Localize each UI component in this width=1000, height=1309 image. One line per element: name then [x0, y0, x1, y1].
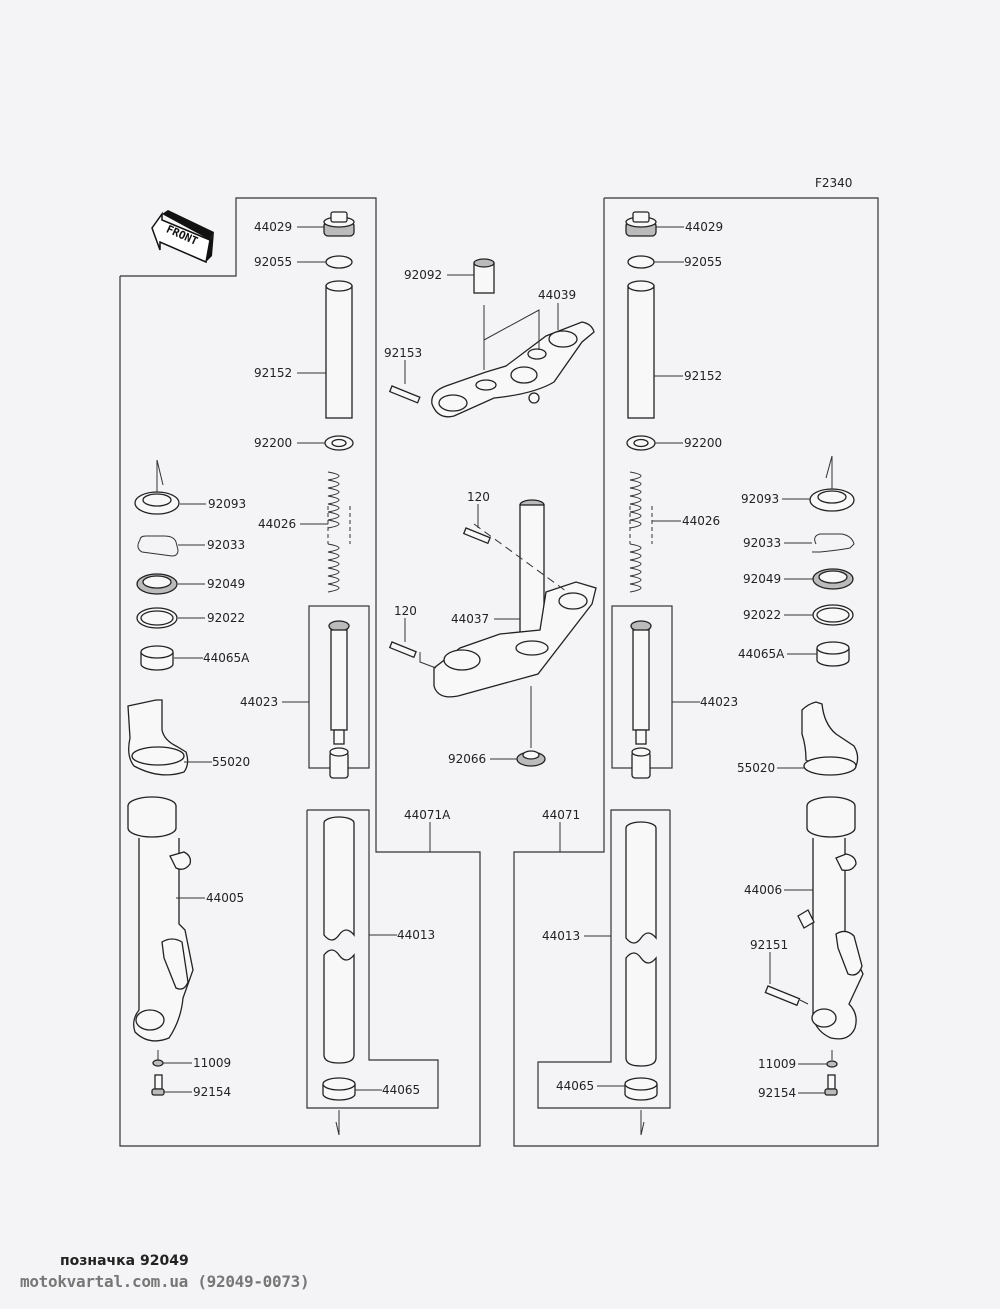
label-left-92022: 92022: [207, 611, 245, 625]
left-circlip: [137, 535, 179, 557]
left-cap-bolt: [323, 211, 355, 237]
label-left-92055: 92055: [254, 255, 292, 269]
label-right-44065A: 44065A: [738, 647, 785, 661]
label-left-92152: 92152: [254, 366, 292, 380]
label-44039: 44039: [538, 288, 576, 302]
upper-bracket: [431, 321, 595, 418]
label-92066: 92066: [448, 752, 486, 766]
label-left-44013: 44013: [397, 928, 435, 942]
left-washer: [324, 435, 354, 451]
stem-cap: [516, 750, 546, 767]
label-right-92154: 92154: [758, 1086, 796, 1100]
stem-head: [433, 499, 597, 698]
left-washer-2: [136, 607, 178, 629]
label-44071: 44071: [542, 808, 580, 822]
label-left-44029: 44029: [254, 220, 292, 234]
label-right-44023: 44023: [700, 695, 738, 709]
right-washer-2: [812, 604, 854, 626]
caption: позначка 92049: [60, 1253, 189, 1269]
right-washer: [626, 435, 656, 451]
label-right-44013: 44013: [542, 929, 580, 943]
stem-bolt-2: [388, 641, 417, 659]
left-gasket: [152, 1050, 164, 1067]
left-bolt: [151, 1074, 165, 1096]
label-right-92093: 92093: [741, 492, 779, 506]
label-right-92152: 92152: [684, 369, 722, 383]
right-spring: [629, 471, 653, 593]
label-left-44026: 44026: [258, 517, 296, 531]
stem-bolt-1: [462, 527, 491, 545]
label-left-44023: 44023: [240, 695, 278, 709]
left-cover: [127, 699, 189, 776]
label-right-44029: 44029: [685, 220, 723, 234]
label-right-92022: 92022: [743, 608, 781, 622]
right-cap-bolt: [625, 211, 657, 237]
label-right-44065: 44065: [556, 1079, 594, 1093]
left-o-ring: [325, 255, 353, 269]
label-left-92200: 92200: [254, 436, 292, 450]
collar: [473, 258, 495, 294]
label-right-92055: 92055: [684, 255, 722, 269]
right-spacer: [627, 280, 655, 419]
label-44037: 44037: [451, 612, 489, 626]
label-92092: 92092: [404, 268, 442, 282]
label-left-92093: 92093: [208, 497, 246, 511]
right-fork: 44029 92055 92152 92200 44026: [542, 211, 864, 1136]
figure-code: F2340: [815, 176, 852, 190]
watermark: motokvartal.com.ua (92049-0073): [20, 1272, 310, 1291]
right-cylinder-unit: [630, 620, 652, 779]
label-left-92033: 92033: [207, 538, 245, 552]
right-oil-seal: [812, 568, 854, 590]
right-inner-tube: [625, 821, 657, 1067]
right-o-ring: [627, 255, 655, 269]
right-bolt: [824, 1074, 838, 1096]
left-assembly-outline: [119, 197, 481, 1147]
right-guide-bushing-a: [816, 641, 850, 667]
right-inner-tube-box: [537, 809, 671, 1109]
right-gasket: [826, 1050, 838, 1068]
right-outer-tube: [797, 796, 864, 1040]
label-left-92154: 92154: [193, 1085, 231, 1099]
label-right-44026: 44026: [682, 514, 720, 528]
right-circlip: [812, 533, 855, 553]
left-inner-tube-box: [306, 809, 439, 1109]
right-guide-bushing: [624, 1077, 658, 1101]
label-left-92049: 92049: [207, 577, 245, 591]
label-92153: 92153: [384, 346, 422, 360]
left-guide-bushing-a: [140, 645, 174, 671]
left-dust-seal: [134, 459, 180, 515]
label-right-44006: 44006: [744, 883, 782, 897]
label-right-92049: 92049: [743, 572, 781, 586]
label-left-44065: 44065: [382, 1083, 420, 1097]
front-arrow-icon: FRONT: [151, 210, 214, 264]
label-right-92200: 92200: [684, 436, 722, 450]
left-spring: [327, 471, 351, 593]
right-assembly-outline: [513, 197, 879, 1147]
right-dust-seal: [809, 455, 855, 512]
label-right-11009: 11009: [758, 1057, 796, 1071]
label-120-lower: 120: [394, 604, 417, 618]
center-steering: 92092 44039 92153 44: [384, 258, 597, 767]
label-left-55020: 55020: [212, 755, 250, 769]
left-oil-seal: [136, 573, 178, 595]
label-44071A: 44071A: [404, 808, 451, 822]
left-guide-bushing: [322, 1077, 356, 1101]
label-left-11009: 11009: [193, 1056, 231, 1070]
right-cover: [801, 701, 859, 776]
label-left-44065A: 44065A: [203, 651, 250, 665]
left-cylinder-unit: [328, 620, 350, 779]
left-inner-tube: [323, 816, 355, 1064]
right-axle-bolt: [764, 985, 801, 1007]
upper-bolt: [388, 385, 421, 404]
label-left-44005: 44005: [206, 891, 244, 905]
label-120-upper: 120: [467, 490, 490, 504]
left-spacer: [325, 280, 353, 419]
label-right-92033: 92033: [743, 536, 781, 550]
left-fork: 44029 92055 92152 92200 44026: [127, 211, 435, 1136]
left-outer-tube: [127, 796, 194, 1042]
label-right-55020: 55020: [737, 761, 775, 775]
label-right-92151: 92151: [750, 938, 788, 952]
